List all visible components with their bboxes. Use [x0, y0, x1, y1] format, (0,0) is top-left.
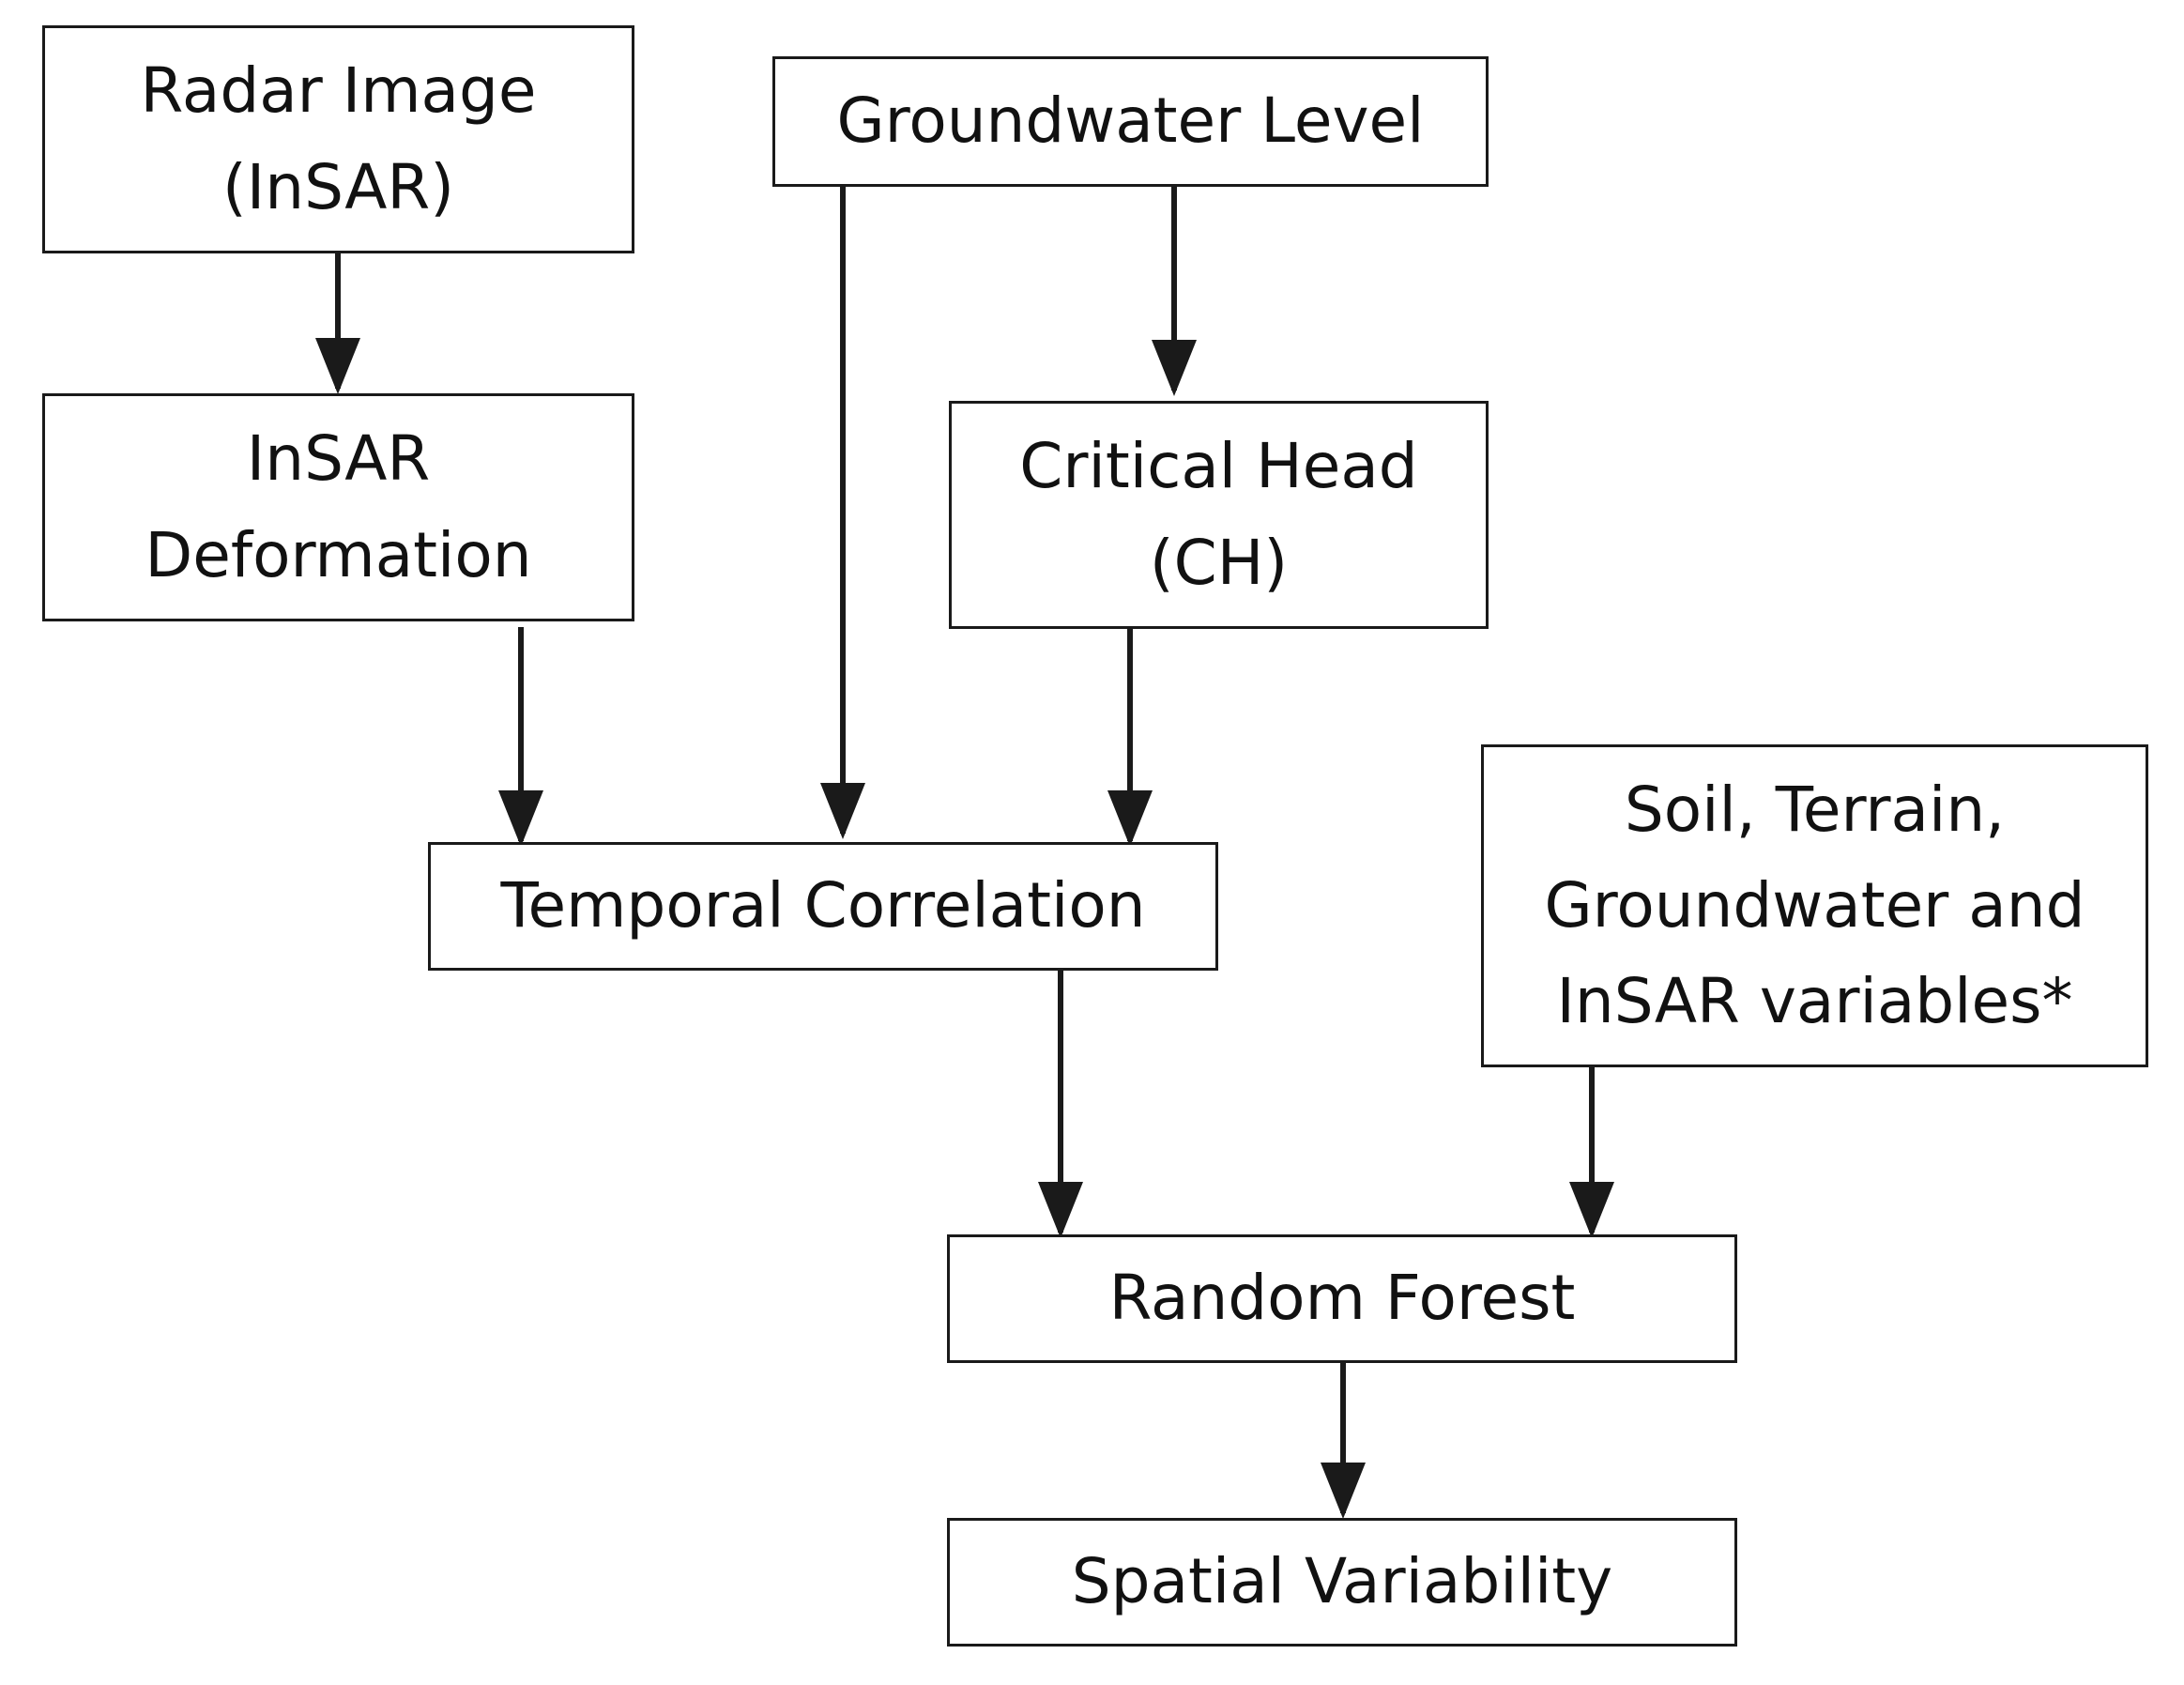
node-critical-head-label: Critical Head (CH) — [1019, 430, 1418, 599]
node-soil-terrain-variables: Soil, Terrain, Groundwater and InSAR var… — [1481, 744, 2148, 1067]
node-temporal-correlation: Temporal Correlation — [428, 842, 1218, 971]
node-spatial-variability: Spatial Variability — [947, 1518, 1737, 1647]
node-soil-terrain-variables-label: Soil, Terrain, Groundwater and InSAR var… — [1544, 773, 2085, 1038]
node-insar-deformation: InSAR Deformation — [42, 393, 634, 621]
node-insar-deformation-label: InSAR Deformation — [145, 422, 532, 591]
node-temporal-correlation-label: Temporal Correlation — [500, 869, 1146, 942]
node-critical-head: Critical Head (CH) — [949, 401, 1489, 629]
node-groundwater-level: Groundwater Level — [772, 56, 1489, 187]
node-radar-image-label: Radar Image (InSAR) — [140, 54, 537, 223]
node-random-forest-label: Random Forest — [1108, 1262, 1576, 1335]
node-groundwater-level-label: Groundwater Level — [836, 84, 1425, 158]
node-random-forest: Random Forest — [947, 1234, 1737, 1363]
node-spatial-variability-label: Spatial Variability — [1071, 1545, 1613, 1618]
node-radar-image: Radar Image (InSAR) — [42, 25, 634, 253]
